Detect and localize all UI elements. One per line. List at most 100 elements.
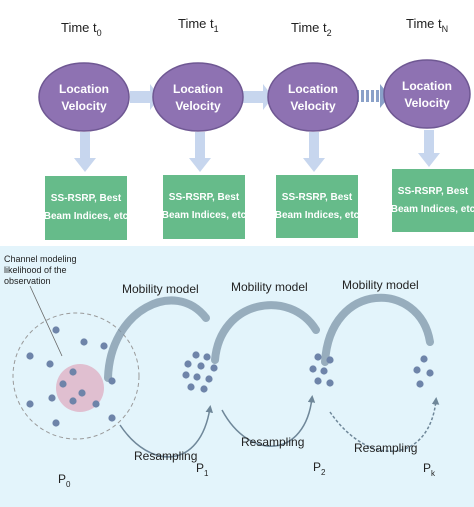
time-label-0: Time t0 bbox=[61, 20, 102, 38]
state-node-1: Location Velocity bbox=[152, 62, 244, 132]
obs-line2-n: Beam Indices, etc bbox=[391, 204, 474, 215]
transition-arrow-0-1 bbox=[130, 84, 160, 110]
observation-boundary bbox=[12, 312, 140, 440]
transition-arrow-1-2 bbox=[243, 84, 273, 110]
obs-arrow-2 bbox=[303, 132, 325, 172]
particle bbox=[69, 368, 77, 376]
mobility-label-2: Mobility model bbox=[231, 280, 308, 294]
particle bbox=[416, 380, 424, 388]
state-velocity-n: Velocity bbox=[404, 96, 450, 110]
obs-arrow-1 bbox=[189, 132, 211, 172]
resampling-arc-1 bbox=[119, 405, 213, 458]
particle bbox=[413, 366, 421, 374]
particle bbox=[420, 355, 428, 363]
state-velocity-2: Velocity bbox=[290, 99, 336, 113]
particle bbox=[320, 367, 328, 375]
state-velocity-1: Velocity bbox=[175, 99, 221, 113]
particles-p2 bbox=[309, 353, 334, 387]
particle bbox=[193, 373, 201, 381]
state-velocity-0: Velocity bbox=[61, 99, 107, 113]
cycle-2 bbox=[211, 301, 320, 447]
particle bbox=[52, 419, 60, 427]
time-labels: Time t0 Time t1 Time t2 Time tN bbox=[61, 16, 448, 38]
particle bbox=[78, 389, 86, 397]
obs-line1-1: SS-RSRP, Best bbox=[169, 192, 240, 203]
particle bbox=[26, 400, 34, 408]
particle bbox=[69, 397, 77, 405]
particle bbox=[314, 353, 322, 361]
particle bbox=[326, 356, 334, 364]
particle bbox=[205, 375, 213, 383]
observation-box-2: SS-RSRP, Best Beam Indices, etc bbox=[275, 175, 360, 238]
particle bbox=[108, 377, 116, 385]
resampling-label-2: Resampling bbox=[241, 435, 304, 449]
obs-line2-2: Beam Indices, etc bbox=[275, 210, 360, 221]
particles-p1 bbox=[182, 351, 218, 393]
obs-line2-0: Beam Indices, etc bbox=[44, 211, 129, 222]
mobility-arc-1 bbox=[104, 296, 210, 382]
particle bbox=[192, 351, 200, 359]
observation-box-n: SS-RSRP, Best Beam Indices, etc bbox=[391, 169, 474, 232]
resampling-arc-3 bbox=[329, 397, 440, 452]
particle bbox=[26, 352, 34, 360]
particle bbox=[197, 362, 205, 370]
particle bbox=[309, 365, 317, 373]
particle bbox=[52, 326, 60, 334]
time-label-1: Time t1 bbox=[178, 16, 219, 34]
particle bbox=[182, 371, 190, 379]
channel-note-line-1: Channel modeling bbox=[4, 254, 77, 264]
mobility-arc-2 bbox=[211, 301, 320, 364]
particle bbox=[80, 338, 88, 346]
channel-note: Channel modeling likelihood of the obser… bbox=[4, 254, 77, 357]
particle bbox=[59, 380, 67, 388]
resampling-arc-2 bbox=[221, 395, 316, 447]
particle-label-p1: P1 bbox=[196, 461, 209, 478]
particle bbox=[200, 385, 208, 393]
obs-line1-0: SS-RSRP, Best bbox=[51, 193, 122, 204]
particle bbox=[108, 414, 116, 422]
particle bbox=[184, 360, 192, 368]
mobility-arc-3 bbox=[321, 293, 434, 366]
observation-arrows bbox=[74, 130, 440, 172]
particle-label-pk: Pk bbox=[423, 461, 436, 478]
particle bbox=[100, 342, 108, 350]
state-location-0: Location bbox=[59, 82, 109, 96]
observation-box-1: SS-RSRP, Best Beam Indices, etc bbox=[162, 175, 247, 239]
state-location-1: Location bbox=[173, 82, 223, 96]
obs-line1-2: SS-RSRP, Best bbox=[282, 192, 353, 203]
particles-p0 bbox=[26, 326, 116, 427]
resampling-label-3: Resampling bbox=[354, 441, 417, 455]
time-label-n: Time tN bbox=[406, 16, 448, 34]
channel-note-line-3: observation bbox=[4, 276, 51, 286]
mobility-label-1: Mobility model bbox=[122, 282, 199, 296]
resampling-label-1: Resampling bbox=[134, 449, 197, 463]
obs-arrow-n bbox=[418, 130, 440, 167]
time-label-2: Time t2 bbox=[291, 20, 332, 38]
channel-note-line-2: likelihood of the bbox=[4, 265, 67, 275]
particle bbox=[426, 369, 434, 377]
obs-line2-1: Beam Indices, etc bbox=[162, 210, 247, 221]
channel-note-pointer bbox=[29, 285, 63, 357]
particle bbox=[46, 360, 54, 368]
mobility-label-3: Mobility model bbox=[342, 278, 419, 292]
obs-line1-n: SS-RSRP, Best bbox=[398, 186, 469, 197]
particle bbox=[92, 400, 100, 408]
cycle-1 bbox=[104, 296, 213, 458]
state-node-2: Location Velocity bbox=[267, 62, 359, 132]
particle bbox=[48, 394, 56, 402]
obs-arrow-0 bbox=[74, 132, 96, 172]
particles-pk bbox=[413, 355, 434, 388]
state-node-0: Location Velocity bbox=[38, 62, 130, 132]
likelihood-region bbox=[56, 364, 104, 412]
state-location-n: Location bbox=[402, 79, 452, 93]
particle bbox=[314, 377, 322, 385]
particle-label-p2: P2 bbox=[313, 460, 326, 477]
particle-label-p0: P0 bbox=[58, 472, 71, 489]
cycle-3 bbox=[321, 293, 440, 452]
state-location-2: Location bbox=[288, 82, 338, 96]
particle bbox=[203, 353, 211, 361]
particle bbox=[210, 364, 218, 372]
state-node-n: Location Velocity bbox=[383, 59, 471, 129]
observation-box-0: SS-RSRP, Best Beam Indices, etc bbox=[44, 176, 129, 240]
